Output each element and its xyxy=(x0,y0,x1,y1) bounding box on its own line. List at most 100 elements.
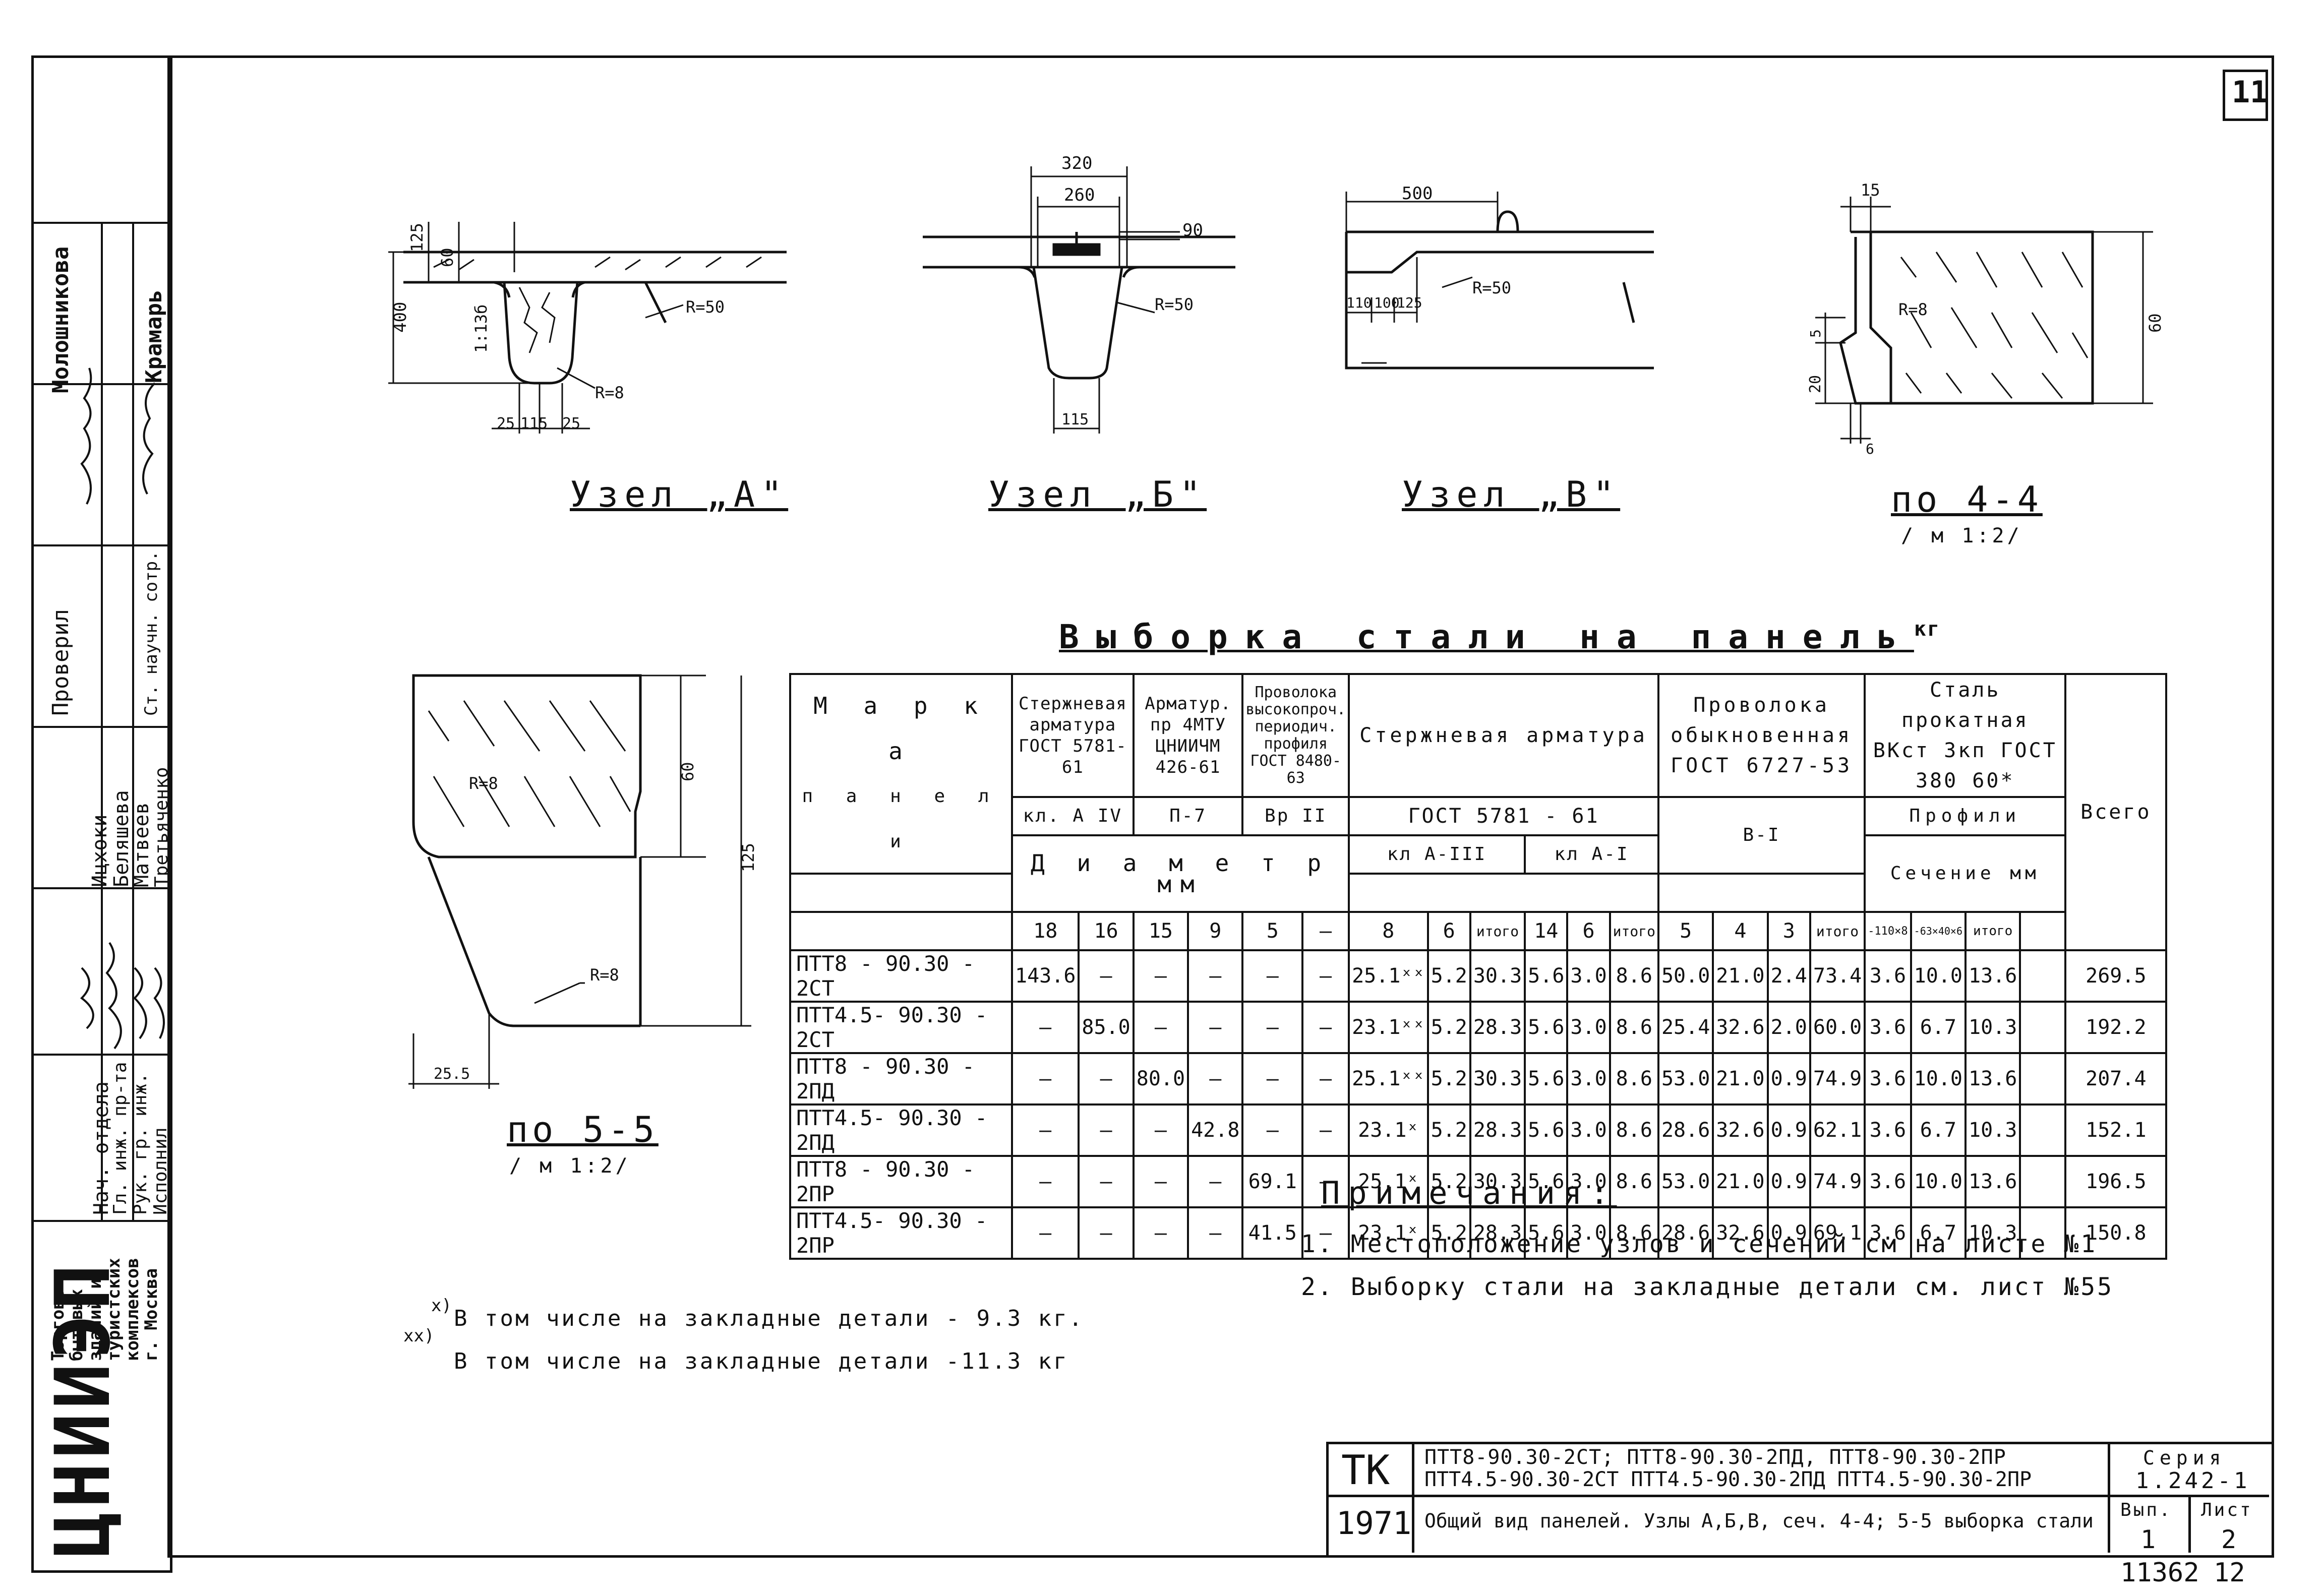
svg-text:125: 125 xyxy=(739,843,758,872)
col-group-header: Проволока высокопроч. периодич. профиля … xyxy=(1241,673,1350,798)
title-block xyxy=(1326,1442,2274,1558)
svg-text:R=8: R=8 xyxy=(595,383,624,402)
table-cell: — xyxy=(1187,1155,1244,1208)
col-group-header: Арматур. пр 4МТУ ЦНИИЧМ 426-61 xyxy=(1132,673,1244,798)
table-cell: — xyxy=(1301,1103,1350,1157)
table-cell: 10.3 xyxy=(1964,1001,2021,1054)
table-cell: 6.7 xyxy=(1910,1206,1967,1260)
note-item: 1. Местоположение узлов и сечений см на … xyxy=(1301,1230,2098,1258)
table-cell: — xyxy=(1010,1001,1080,1054)
table-cell: — xyxy=(1301,949,1350,1003)
table-cell: — xyxy=(1132,1206,1189,1260)
svg-text:R=8: R=8 xyxy=(1898,300,1928,319)
gost-label: ГОСТ 5781 - 61 xyxy=(1348,796,1659,836)
panel-mark: ПТТ8 - 90.30 - 2СТ xyxy=(789,949,1013,1003)
archive-number: 11362 xyxy=(2120,1558,2199,1588)
drawing-frame xyxy=(167,55,2274,1558)
node-a-drawing: 400 125 60 1:13б R=50 R=8 25 115 25 xyxy=(388,222,787,434)
table-cell: — xyxy=(1010,1155,1080,1208)
svg-text:R=8: R=8 xyxy=(469,774,498,793)
col-group-header: Стержневая арматура xyxy=(1348,673,1659,798)
table-cell: 21.0 xyxy=(1712,949,1769,1003)
table-cell: 30.3 xyxy=(1469,949,1526,1003)
table-cell: 8.6 xyxy=(1609,1103,1659,1157)
table-cell: 10.3 xyxy=(1964,1103,2021,1157)
panel-mark: ПТТ4.5- 90.30 - 2ПД xyxy=(789,1103,1013,1157)
node-v-drawing: 500 R=50 110 100 125 xyxy=(1345,183,1654,370)
table-cell: 0.9 xyxy=(1766,1206,1811,1260)
svg-text:100: 100 xyxy=(1374,294,1400,311)
table-cell: 69.1 xyxy=(1809,1206,1866,1260)
list-value: 2 xyxy=(2221,1525,2237,1554)
list-label: Лист xyxy=(2201,1500,2253,1520)
blank-cell xyxy=(789,911,1013,951)
sub-header: 14 xyxy=(1524,911,1569,951)
table-cell: 53.0 xyxy=(1657,1155,1714,1208)
node-b-drawing: 320 260 90 R=50 115 xyxy=(923,153,1235,434)
sub-header: итого xyxy=(1964,911,2021,951)
table-cell: — xyxy=(1132,1001,1189,1054)
svg-text:60: 60 xyxy=(2146,313,2165,333)
table-cell: 0.9 xyxy=(1766,1155,1811,1208)
table-cell: 8.6 xyxy=(1609,1155,1659,1208)
table-cell: 32.6 xyxy=(1712,1103,1769,1157)
sub-header: -63×40×6 xyxy=(1910,911,1967,951)
sub-header: — xyxy=(1301,911,1350,951)
table-cell xyxy=(2019,1052,2067,1106)
svg-text:500: 500 xyxy=(1402,183,1433,204)
table-cell: — xyxy=(1241,1052,1304,1106)
title-block-divider xyxy=(1412,1442,1414,1553)
svg-text:1:13б: 1:13б xyxy=(471,304,491,353)
svg-text:R=8: R=8 xyxy=(590,965,619,985)
table-cell: 3.6 xyxy=(1864,1103,1912,1157)
table-cell: 21.0 xyxy=(1712,1155,1769,1208)
series-label: Серия xyxy=(2143,1447,2226,1469)
section-44-scale: / м 1:2/ xyxy=(1901,524,2022,547)
table-cell: 5.2 xyxy=(1426,1206,1471,1260)
table-cell: — xyxy=(1187,1206,1244,1260)
vyp-label: Вып. xyxy=(2120,1500,2172,1520)
class-label: кл А-I xyxy=(1524,834,1659,875)
table-title: Выборка стали на панелькг xyxy=(1059,618,1940,656)
table-cell: 30.3 xyxy=(1469,1155,1526,1208)
table-cell: 6.7 xyxy=(1910,1001,1967,1054)
svg-text:R=50: R=50 xyxy=(1472,278,1511,297)
table-cell: 8.6 xyxy=(1609,949,1659,1003)
table-cell: — xyxy=(1241,1001,1304,1054)
table-cell: 3.6 xyxy=(1864,1206,1912,1260)
table-cell: 3.6 xyxy=(1864,949,1912,1003)
table-cell: 8.6 xyxy=(1609,1001,1659,1054)
table-cell: 2.4 xyxy=(1766,949,1811,1003)
table-cell: 23.1ˣˣ xyxy=(1348,1001,1429,1054)
table-cell: 10.0 xyxy=(1910,1155,1967,1208)
table-cell: 5.6 xyxy=(1524,1206,1569,1260)
table-cell: 13.6 xyxy=(1964,1155,2021,1208)
table-cell: 13.6 xyxy=(1964,949,2021,1003)
page-number: 12 xyxy=(2214,1558,2245,1588)
signatures xyxy=(80,367,165,1050)
stamp-divider xyxy=(101,222,103,1220)
panel-mark: ПТТ8 - 90.30 - 2ПР xyxy=(789,1155,1013,1208)
table-cell: 60.0 xyxy=(1809,1001,1866,1054)
table-cell: 28.3 xyxy=(1469,1206,1526,1260)
table-cell: 5.2 xyxy=(1426,1001,1471,1054)
sub-header: итого xyxy=(1809,911,1866,951)
sub-header: 5 xyxy=(1657,911,1714,951)
table-cell: 5.6 xyxy=(1524,949,1569,1003)
table-cell: 28.6 xyxy=(1657,1103,1714,1157)
table-cell: 32.6 xyxy=(1712,1001,1769,1054)
class-label: кл А-III xyxy=(1348,834,1526,875)
table-cell: — xyxy=(1078,1103,1135,1157)
table-cell xyxy=(2019,949,2067,1003)
table-cell: 42.8 xyxy=(1187,1103,1244,1157)
title-description: Общий вид панелей. Узлы А,Б,В, сеч. 4-4;… xyxy=(1424,1510,2094,1532)
table-cell: — xyxy=(1132,1155,1189,1208)
panel-mark: ПТТ4.5- 90.30 - 2СТ xyxy=(789,1001,1013,1054)
table-cell: 3.0 xyxy=(1566,1103,1611,1157)
table-cell: 21.0 xyxy=(1712,1052,1769,1106)
svg-text:125: 125 xyxy=(407,223,427,252)
row-total: 150.8 xyxy=(2064,1206,2168,1260)
stamp-org: г. Москва xyxy=(141,1268,161,1361)
